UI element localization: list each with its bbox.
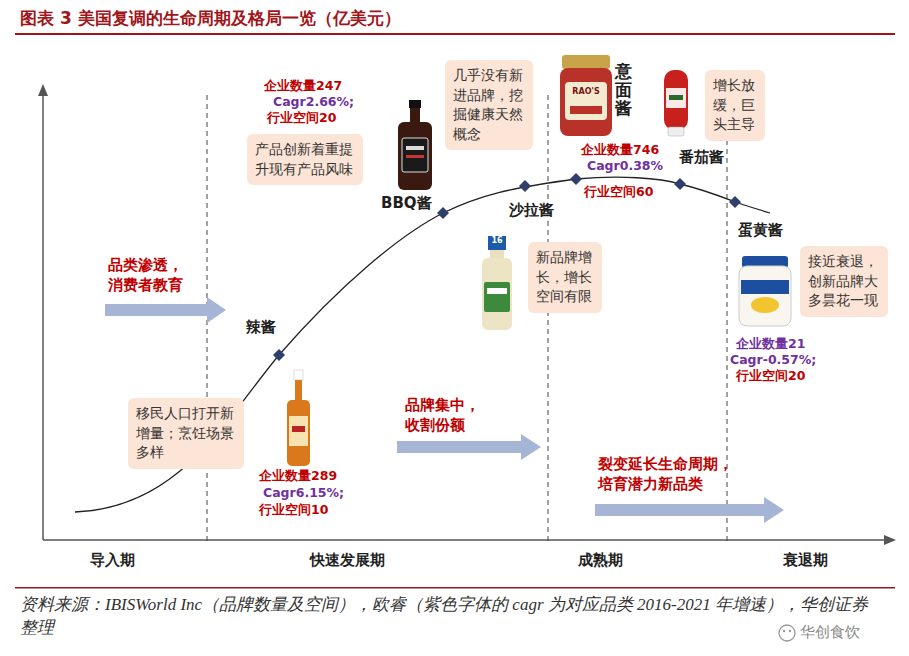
chart-title: 图表 3 美国复调的生命周期及格局一览（亿美元）: [20, 7, 401, 29]
stat-size: 行业空间60: [583, 184, 654, 200]
product-name: 辣酱: [245, 318, 277, 338]
mayo-jar: [739, 256, 791, 326]
curve-markers: [273, 173, 741, 361]
package-text: 16: [491, 237, 502, 246]
ketchup-bottle: [664, 70, 688, 136]
stage-name: 导入期: [90, 551, 135, 571]
stat-cagr: Cagr0.38%: [586, 158, 664, 174]
stage-arrow: [595, 497, 784, 523]
stage-name: 快速发展期: [310, 551, 385, 571]
stat-size: 行业空间20: [735, 368, 806, 384]
y-axis: [42, 92, 44, 540]
bbq-bottle: [398, 100, 432, 190]
title-rule: [15, 33, 895, 35]
callout-text: 几乎没有新进品牌，挖掘健康天然概念: [453, 66, 525, 144]
stat-cagr: Cagr-0.57%;: [729, 352, 817, 368]
product-name: 蛋黄酱: [737, 221, 784, 241]
phase-note: 品牌集中，收割份额: [405, 396, 485, 435]
axis-head: [38, 84, 48, 96]
callout-box: 新品牌增长，增长空间有限: [528, 242, 602, 313]
hot-sauce-bottle: [287, 370, 310, 466]
stat-cagr: Cagr6.15%;: [262, 485, 345, 501]
x-axis: [43, 539, 888, 541]
callout-text: 移民人口打开新增量；烹饪场景多样: [136, 404, 236, 463]
stat-size: 行业空间20: [266, 110, 337, 126]
callout-box: 增长放缓，巨头主导: [705, 70, 765, 141]
stage-name: 衰退期: [783, 551, 828, 571]
product-name: 沙拉酱: [508, 201, 555, 221]
callout-box: 移民人口打开新增量；烹饪场景多样: [128, 398, 244, 469]
stat-count: 企业数量289: [258, 468, 338, 484]
stat-size: 行业空间10: [258, 502, 329, 518]
watermark: 华创食饮: [800, 623, 860, 643]
callout-text: 增长放缓，巨头主导: [713, 76, 757, 135]
stage-arrow: [105, 297, 226, 323]
watermark-icon: [779, 625, 795, 641]
stage-divider: [727, 95, 728, 545]
callout-text: 接近衰退，创新品牌大多昙花一现: [808, 252, 880, 311]
stat-count: 企业数量21: [735, 336, 806, 352]
phase-note: 裂变延长生命周期，培育潜力新品类: [598, 455, 740, 494]
package-text: RAO'S: [572, 88, 599, 97]
product-name: 意面酱: [615, 62, 632, 118]
salad-bottle: [482, 236, 512, 330]
footer-rule: [15, 587, 895, 589]
stat-cagr: Cagr2.66%;: [272, 94, 355, 110]
callout-box: 产品创新着重提升现有产品风味: [247, 134, 363, 185]
stage-divider: [548, 95, 549, 545]
source-note: 资料来源：IBISWorld Inc（品牌数量及空间），欧睿（紫色字体的 cag…: [20, 594, 880, 640]
phase-note: 品类渗透，消费者教育: [108, 256, 188, 295]
callout-text: 新品牌增长，增长空间有限: [536, 248, 594, 307]
callout-box: 接近衰退，创新品牌大多昙花一现: [800, 246, 888, 317]
stat-count: 企业数量247: [263, 78, 343, 94]
pasta-jar: [560, 55, 612, 136]
lifecycle-curve: [75, 177, 770, 512]
product-name: 番茄酱: [678, 148, 725, 168]
axis-head: [884, 535, 896, 545]
callout-box: 几乎没有新进品牌，挖掘健康天然概念: [445, 60, 533, 150]
stat-count: 企业数量746: [580, 142, 660, 158]
product-name: BBQ酱: [380, 194, 433, 214]
stage-name: 成熟期: [578, 551, 623, 571]
stage-arrow: [397, 434, 541, 460]
callout-text: 产品创新着重提升现有产品风味: [255, 140, 355, 179]
